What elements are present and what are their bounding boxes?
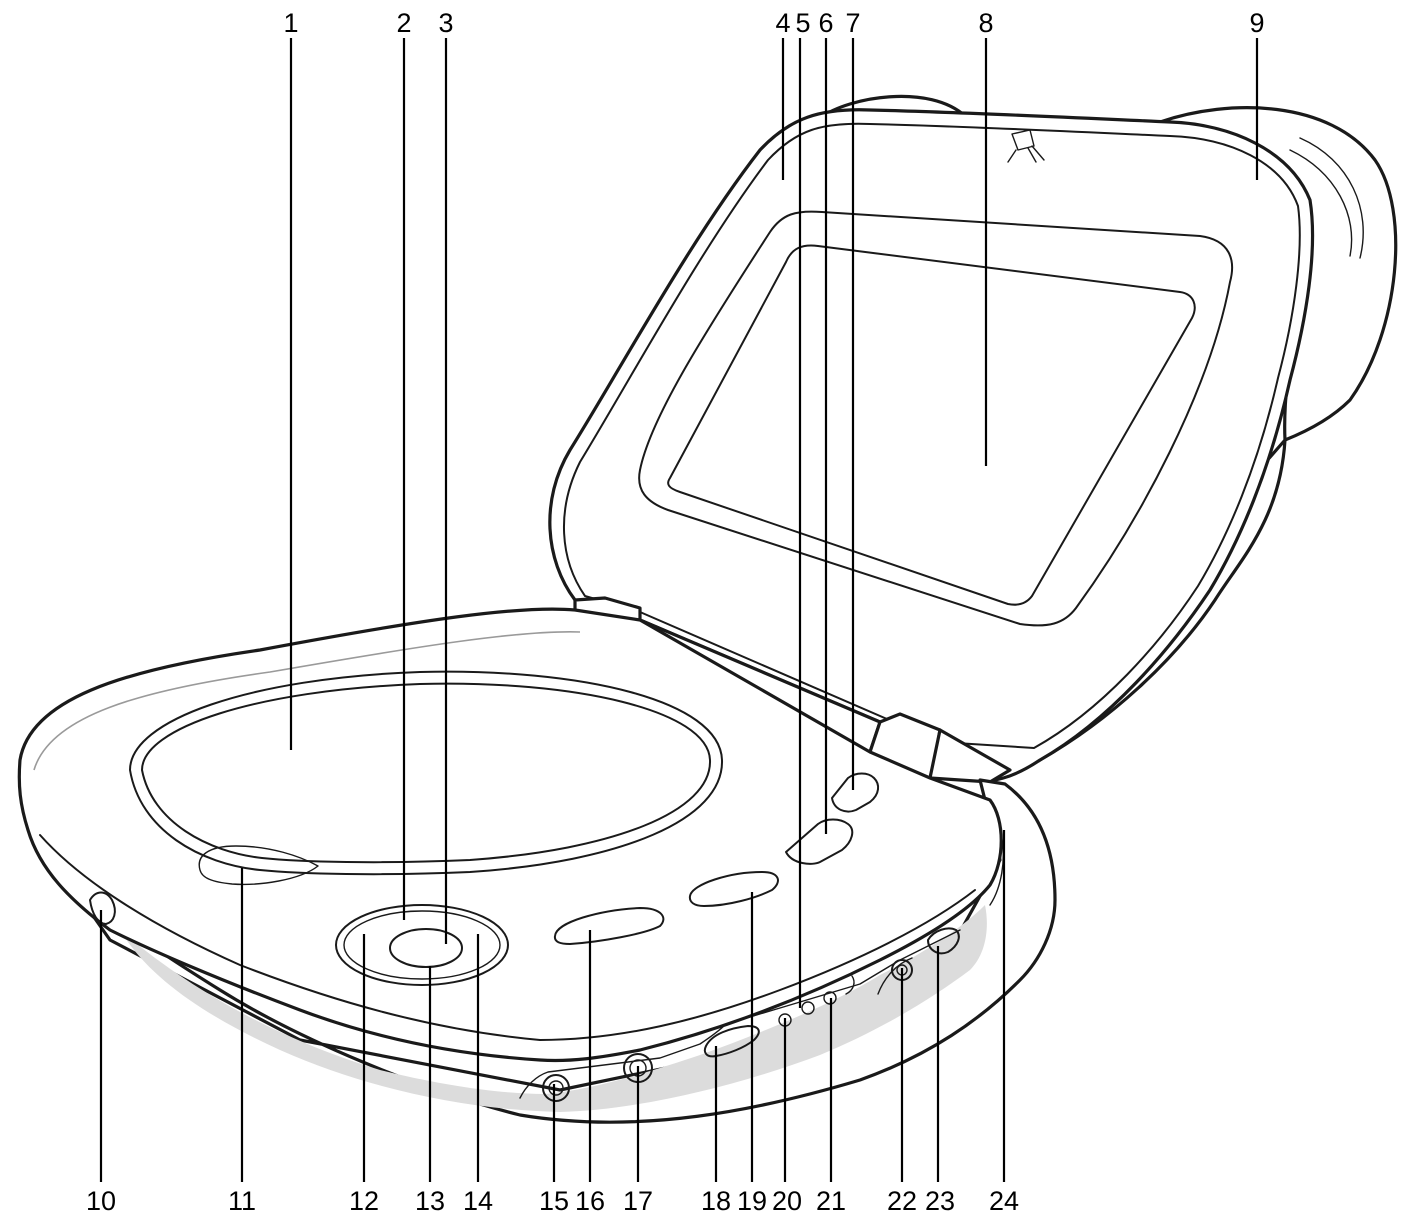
callout-22: 22 — [887, 1186, 917, 1216]
port-15[interactable] — [542, 1074, 570, 1102]
side-panel — [989, 829, 1004, 906]
disc-lid-inner — [141, 682, 712, 864]
callout-1: 1 — [283, 8, 298, 38]
navigation-pad-rim — [343, 910, 501, 980]
base-front-band — [120, 905, 987, 1112]
button-7[interactable] — [831, 772, 880, 813]
callout-9: 9 — [1249, 8, 1264, 38]
button-5-6[interactable] — [785, 818, 854, 865]
lid-assembly — [548, 94, 1398, 784]
switch-23[interactable] — [927, 927, 960, 955]
callout-21: 21 — [816, 1186, 846, 1216]
base-deck-highlight — [33, 631, 581, 771]
callout-18: 18 — [701, 1186, 731, 1216]
callout-10: 10 — [86, 1186, 116, 1216]
callout-7: 7 — [845, 8, 860, 38]
front-ports — [519, 927, 961, 1102]
base-bottom-shell — [38, 778, 1057, 1124]
screen-bezel — [638, 210, 1234, 627]
navigation-pad[interactable] — [335, 904, 509, 986]
callout-2: 2 — [396, 8, 411, 38]
callout-4: 4 — [775, 8, 790, 38]
callout-24: 24 — [989, 1186, 1019, 1216]
disc-lid — [129, 670, 724, 876]
leader-lines — [99, 38, 1259, 1182]
callout-3: 3 — [438, 8, 453, 38]
callout-14: 14 — [463, 1186, 493, 1216]
button-16[interactable] — [553, 907, 665, 945]
lid-frame-inner — [562, 122, 1301, 749]
callout-23: 23 — [925, 1186, 955, 1216]
callout-5: 5 — [795, 8, 810, 38]
button-19[interactable] — [688, 871, 779, 907]
enter-button[interactable] — [389, 928, 463, 968]
base-deck-edge — [39, 834, 976, 1041]
jack-21a[interactable] — [801, 1001, 815, 1015]
callout-13: 13 — [415, 1186, 445, 1216]
callout-labels: 1 2 3 4 5 6 7 8 9 10 11 12 13 14 15 16 1… — [86, 8, 1265, 1216]
callout-6: 6 — [818, 8, 833, 38]
hinge-right-barrel — [928, 728, 1012, 784]
callout-11: 11 — [228, 1186, 256, 1216]
callout-20: 20 — [772, 1186, 802, 1216]
disc-open-tab — [198, 845, 319, 886]
switch-18[interactable] — [703, 1025, 760, 1058]
callout-16: 16 — [575, 1186, 605, 1216]
callout-12: 12 — [349, 1186, 379, 1216]
port-10[interactable] — [89, 891, 116, 925]
callout-8: 8 — [978, 8, 993, 38]
callout-19: 19 — [737, 1186, 767, 1216]
lid-latch — [1007, 129, 1045, 163]
base-unit — [17, 607, 1057, 1124]
lcd-screen — [667, 244, 1196, 606]
callout-15: 15 — [539, 1186, 569, 1216]
callout-17: 17 — [623, 1186, 653, 1216]
